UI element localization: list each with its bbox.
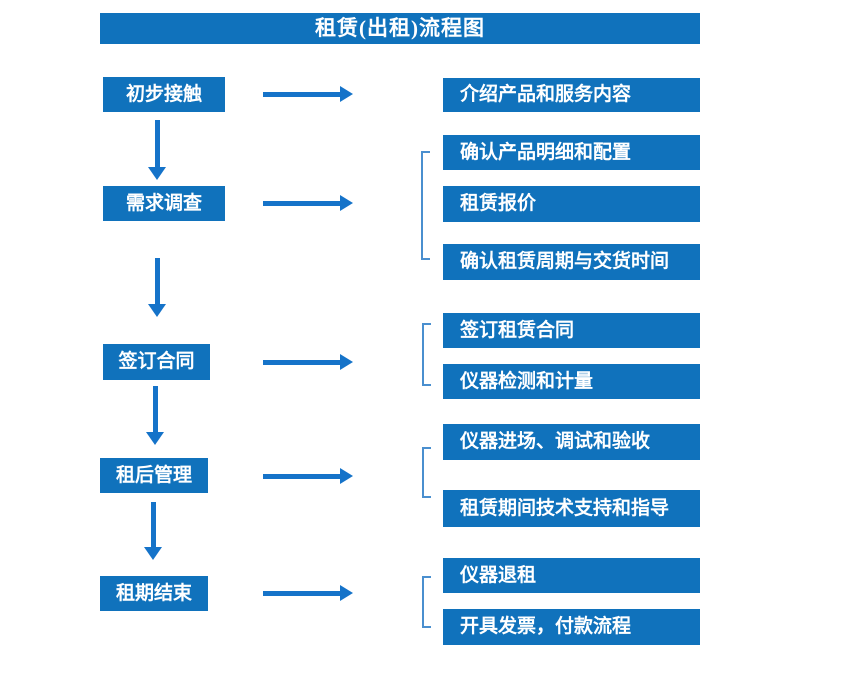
arrow-right-stage4 (263, 468, 353, 484)
arrow-head-icon (148, 167, 166, 180)
stage-box-lease-end: 租期结束 (100, 576, 208, 611)
arrow-head-icon (340, 585, 353, 601)
detail-box-confirm-period-delivery: 确认租赁周期与交货时间 (443, 244, 700, 280)
stage-box-post-rental-management: 租后管理 (100, 458, 208, 493)
stage-box-sign-contract: 签订合同 (103, 344, 210, 380)
arrow-head-icon (146, 432, 164, 445)
arrow-right-stage1 (263, 86, 353, 102)
arrow-shaft (263, 360, 340, 365)
detail-box-invoice-payment: 开具发票，付款流程 (443, 609, 700, 645)
arrow-shaft (263, 92, 340, 97)
bracket-group-lease-end (422, 576, 431, 628)
arrow-shaft (263, 201, 340, 206)
detail-box-sign-rental-contract: 签订租赁合同 (443, 313, 700, 348)
detail-box-instrument-testing: 仪器检测和计量 (443, 364, 700, 399)
detail-box-instrument-setup: 仪器进场、调试和验收 (443, 424, 700, 460)
stage-box-demand-survey: 需求调查 (103, 186, 225, 221)
arrow-right-stage2 (263, 195, 353, 211)
detail-box-instrument-return: 仪器退租 (443, 558, 700, 593)
arrow-shaft (153, 386, 158, 433)
detail-box-confirm-details: 确认产品明细和配置 (443, 135, 700, 170)
arrow-head-icon (148, 304, 166, 317)
arrow-down-stage2-stage3 (148, 258, 166, 317)
arrow-right-stage3 (263, 354, 353, 370)
detail-box-tech-support: 租赁期间技术支持和指导 (443, 490, 700, 527)
detail-box-rental-quote: 租赁报价 (443, 186, 700, 222)
arrow-shaft (263, 591, 340, 596)
arrow-right-stage5 (263, 585, 353, 601)
arrow-head-icon (144, 547, 162, 560)
arrow-down-stage4-stage5 (144, 502, 162, 560)
stage-box-initial-contact: 初步接触 (103, 77, 225, 112)
arrow-head-icon (340, 86, 353, 102)
arrow-down-stage3-stage4 (146, 386, 164, 445)
detail-box-introduce-products: 介绍产品和服务内容 (443, 78, 700, 112)
bracket-group-post-rental (422, 447, 431, 498)
bracket-group-demand-survey (421, 151, 430, 260)
bracket-group-sign-contract (422, 323, 431, 386)
arrow-head-icon (340, 354, 353, 370)
arrow-down-stage1-stage2 (148, 120, 166, 180)
arrow-shaft (151, 502, 156, 548)
flowchart-title-bar: 租赁(出租)流程图 (100, 13, 700, 44)
arrow-head-icon (340, 195, 353, 211)
arrow-shaft (155, 258, 160, 305)
arrow-shaft (155, 120, 160, 168)
arrow-shaft (263, 474, 340, 479)
arrow-head-icon (340, 468, 353, 484)
flowchart-title: 租赁(出租)流程图 (315, 16, 485, 40)
